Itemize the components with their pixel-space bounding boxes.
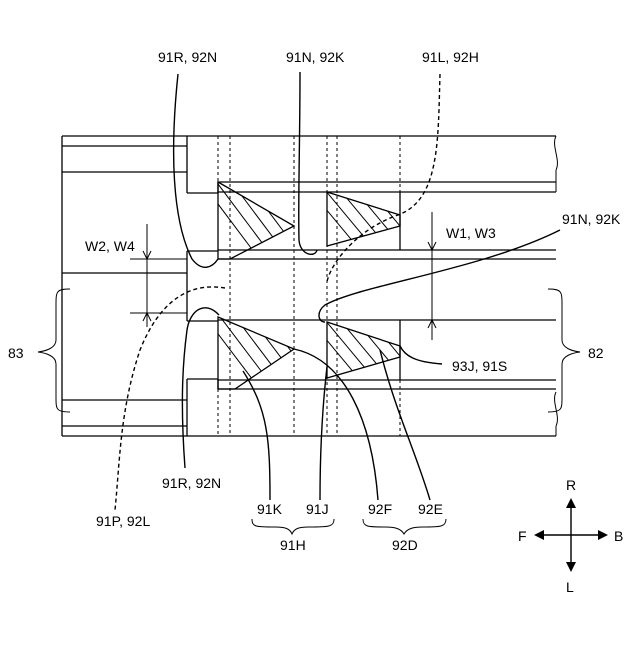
- label-91n-92k-top: 91N, 92K: [286, 49, 345, 65]
- direction-compass: [534, 498, 608, 572]
- dimension-w1-w3: [428, 212, 436, 340]
- brace-83: [38, 289, 70, 412]
- compass-f-label: F: [518, 528, 527, 544]
- label-91r-92n-top: 91R, 92N: [158, 49, 217, 65]
- dimension-w2-w4: [130, 224, 187, 327]
- label-82: 82: [588, 345, 604, 361]
- label-w1-w3: W1, W3: [446, 225, 496, 241]
- brace-92d: [363, 519, 446, 534]
- label-92f: 92F: [368, 501, 392, 517]
- compass-l-label: L: [566, 579, 574, 595]
- label-93j-91s: 93J, 91S: [452, 358, 507, 374]
- label-91l-92h: 91L, 92H: [422, 49, 479, 65]
- compass-b-label: B: [614, 528, 623, 544]
- label-91j: 91J: [306, 501, 329, 517]
- right-connector: [218, 136, 557, 436]
- brace-91h: [252, 519, 334, 534]
- label-91h: 91H: [280, 537, 306, 553]
- label-91p-92l: 91P, 92L: [96, 513, 150, 529]
- left-connector: [62, 136, 556, 436]
- label-91r-92n-bottom: 91R, 92N: [162, 475, 221, 491]
- label-83: 83: [8, 345, 24, 361]
- label-w2-w4: W2, W4: [85, 238, 135, 254]
- label-91n-92k-right: 91N, 92K: [562, 211, 621, 227]
- labels: 91R, 92N 91N, 92K 91L, 92H 91N, 92K W2, …: [8, 49, 623, 595]
- reference-dash-lines: [218, 136, 400, 436]
- compass-r-label: R: [566, 477, 576, 493]
- brace-82: [548, 289, 580, 412]
- label-91k: 91K: [257, 501, 283, 517]
- label-92e: 92E: [418, 501, 443, 517]
- label-92d: 92D: [392, 537, 418, 553]
